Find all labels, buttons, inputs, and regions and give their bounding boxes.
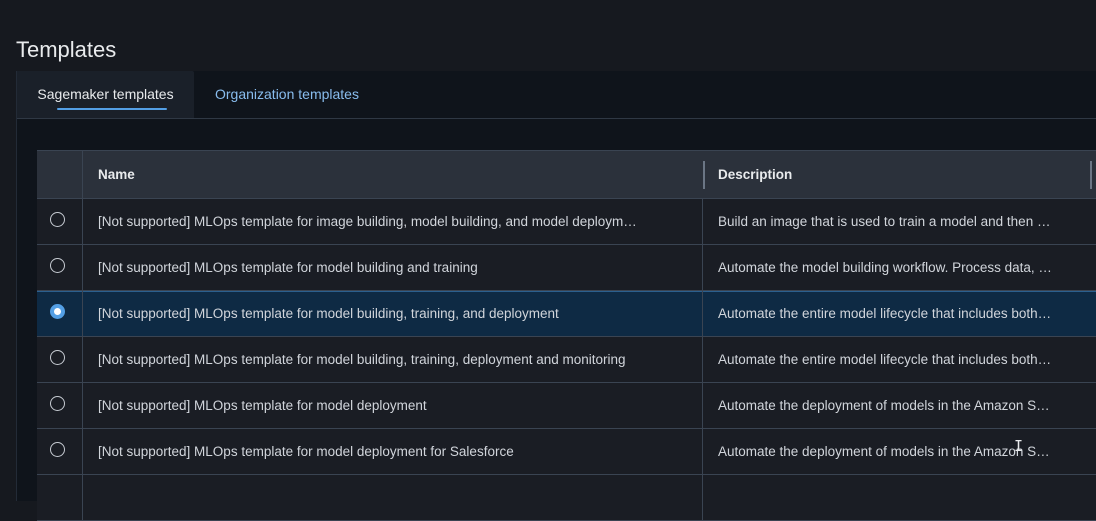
table-row[interactable]: [Not supported] MLOps template for image… [37, 199, 1096, 245]
cell-divider [702, 429, 703, 474]
page-title: Templates [16, 36, 117, 62]
tab-label: Sagemaker templates [37, 86, 174, 102]
table-row[interactable]: [Not supported] MLOps template for model… [37, 245, 1096, 291]
column-header-description[interactable]: Description [718, 167, 793, 182]
template-name: [Not supported] MLOps template for image… [98, 214, 637, 229]
table-row-partial[interactable] [37, 475, 1096, 521]
template-description: Automate the entire model lifecycle that… [718, 306, 1052, 321]
tab-label: Organization templates [215, 86, 359, 102]
radio-icon[interactable] [50, 258, 65, 273]
select-cell [37, 199, 83, 244]
tab-sagemaker-templates[interactable]: Sagemaker templates [17, 71, 194, 118]
template-description: Automate the model building workflow. Pr… [718, 260, 1052, 275]
table-row[interactable]: [Not supported] MLOps template for model… [37, 429, 1096, 475]
column-resize-handle[interactable] [1090, 161, 1092, 189]
template-description: Automate the deployment of models in the… [718, 444, 1050, 459]
template-name: [Not supported] MLOps template for model… [98, 398, 427, 413]
template-description: Build an image that is used to train a m… [718, 214, 1051, 229]
template-description: Automate the entire model lifecycle that… [718, 352, 1052, 367]
template-name: [Not supported] MLOps template for model… [98, 306, 559, 321]
cell-divider [702, 337, 703, 382]
template-name: [Not supported] MLOps template for model… [98, 260, 478, 275]
select-cell [37, 475, 83, 520]
template-name: [Not supported] MLOps template for model… [98, 352, 626, 367]
table-row[interactable]: [Not supported] MLOps template for model… [37, 383, 1096, 429]
cell-divider [702, 199, 703, 244]
column-resize-handle[interactable] [703, 161, 705, 189]
text-cursor-icon: I [1014, 437, 1024, 455]
tab-organization-templates[interactable]: Organization templates [215, 71, 359, 118]
radio-icon[interactable] [50, 350, 65, 365]
select-cell [37, 245, 83, 290]
templates-panel: Sagemaker templates Organization templat… [16, 71, 1096, 521]
cell-divider [702, 475, 703, 520]
tab-bar: Sagemaker templates Organization templat… [17, 71, 1096, 119]
radio-icon[interactable] [50, 212, 65, 227]
template-description: Automate the deployment of models in the… [718, 398, 1050, 413]
select-cell [37, 383, 83, 428]
column-header-name[interactable]: Name [98, 167, 135, 182]
table-row[interactable]: [Not supported] MLOps template for model… [37, 337, 1096, 383]
table-row-selected[interactable]: [Not supported] MLOps template for model… [37, 291, 1096, 337]
select-cell [37, 291, 83, 336]
table-header: Name Description [37, 151, 1096, 199]
radio-icon[interactable] [50, 442, 65, 457]
radio-checked-icon[interactable] [50, 304, 65, 319]
select-column-header [37, 151, 83, 198]
select-cell [37, 429, 83, 474]
cell-divider [702, 245, 703, 290]
select-cell [37, 337, 83, 382]
template-name: [Not supported] MLOps template for model… [98, 444, 514, 459]
cell-divider [702, 291, 703, 336]
active-tab-indicator [57, 108, 167, 110]
radio-icon[interactable] [50, 396, 65, 411]
templates-table: Name Description [Not supported] MLOps t… [37, 150, 1096, 521]
cell-divider [702, 383, 703, 428]
